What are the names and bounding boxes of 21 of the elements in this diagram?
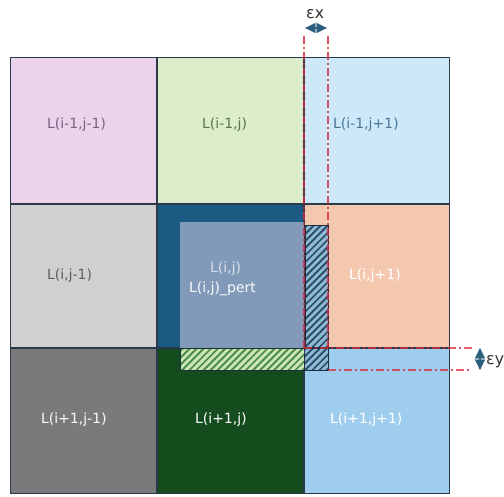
cell-label: L(i,j-1) [47, 267, 92, 283]
dimension-label: εx [306, 3, 324, 22]
grid-cell [10, 204, 157, 348]
cell-label: L(i-1,j-1) [47, 116, 106, 132]
grid-cell [304, 57, 450, 204]
grid-cell [157, 348, 304, 494]
grid-cell [304, 204, 450, 348]
cell-label: L(i,j)_pert [189, 280, 256, 296]
cell-label: L(i+1,j-1) [41, 411, 107, 427]
cell-label: L(i+1,j+1) [330, 411, 402, 427]
grid-cell [10, 348, 157, 494]
grid-cell [157, 204, 304, 348]
cell-label: L(i,j) [210, 260, 241, 276]
cell-label: L(i-1,j+1) [333, 116, 399, 132]
grid-cell [304, 348, 450, 494]
dimension-label: εy [486, 349, 504, 368]
cell-label: L(i+1,j) [195, 411, 247, 427]
grid-cell [10, 57, 157, 204]
cell-label: L(i-1,j) [202, 116, 247, 132]
cell-label: L(i,j+1) [349, 267, 401, 283]
grid-cell [157, 57, 304, 204]
